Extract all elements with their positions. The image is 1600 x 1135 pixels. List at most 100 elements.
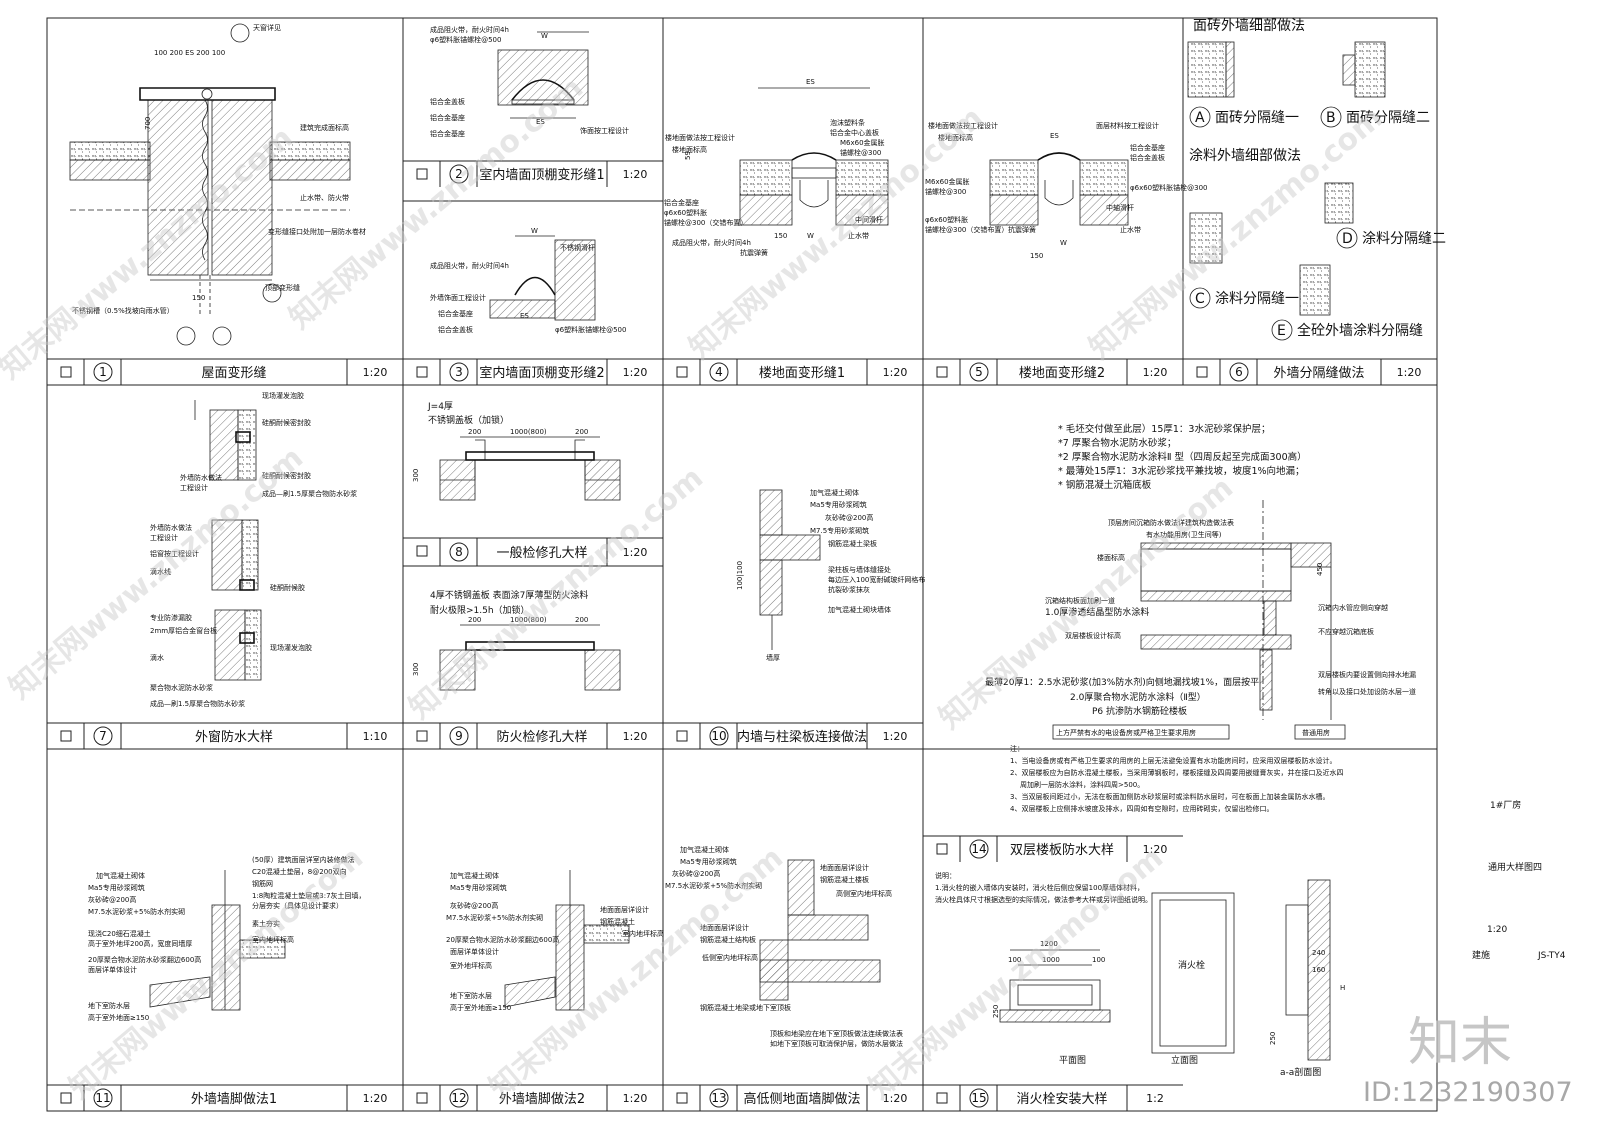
svg-text:抗裂砂浆抹灰: 抗裂砂浆抹灰	[828, 585, 870, 594]
hydrant-dim-1000: 1000	[1042, 956, 1060, 964]
double-slab-label-10: 不应穿越沉箱底板	[1318, 627, 1374, 636]
panel-checkbox	[60, 366, 72, 378]
title-block: 1#厂房 通用大样图四 1:20 建施 JS-TY4	[1472, 799, 1566, 961]
svg-text:灰砂砖@200高: 灰砂砖@200高	[825, 513, 873, 522]
svg-text:M7.5水泥砂浆+5%防水剂实砌: M7.5水泥砂浆+5%防水剂实砌	[88, 907, 185, 916]
hydrant-dim-250a: 250	[992, 1005, 1000, 1018]
svg-text:锚螺栓@300: 锚螺栓@300	[925, 187, 966, 196]
double-slab-label-12: 转角以及接口处加设防水层一道	[1318, 687, 1416, 696]
hatch-lid-thickness: J=4厚	[427, 401, 453, 412]
svg-text:钢筋混凝土结构板: 钢筋混凝土结构板	[700, 935, 756, 944]
fire-hatch-line1: 4厚不锈钢盖板 表面涂7厚薄型防火涂料	[430, 589, 588, 601]
svg-text:饰面按工程设计: 饰面按工程设计	[580, 126, 629, 135]
svg-text:不锈钢槽（0.5%找坡向雨水管）: 不锈钢槽（0.5%找坡向雨水管）	[72, 306, 174, 315]
panel-title: 消火栓安装大样	[1016, 1092, 1107, 1107]
panel-title: 双层楼板防水大样	[1010, 842, 1114, 858]
detail-roof-joint: 100 200 ES 200 100 700 150 天窗详见 不锈钢槽（0.5…	[69, 23, 366, 346]
double-slab-note-title: 注：	[1010, 744, 1024, 753]
panel-number: 13	[711, 1091, 726, 1105]
panel-title: 一般检修孔大样	[496, 545, 587, 561]
sheet-grid	[46, 17, 1438, 1112]
detail-ceiling-joint-1: W ES 成品阻火带，耐火时间4h φ6塑料胀锚螺栓@500 铝合金盖板 铝合金…	[430, 25, 629, 138]
panel-title: 外墙墙脚做法2	[499, 1091, 585, 1107]
svg-text:C20混凝土垫层，8@200双向: C20混凝土垫层，8@200双向	[252, 867, 347, 876]
svg-text:150: 150	[774, 232, 787, 240]
hydrant-dim-250b: 250	[1269, 1032, 1277, 1045]
svg-text:墙厚: 墙厚	[766, 653, 780, 662]
svg-text:面层详单体设计: 面层详单体设计	[88, 965, 137, 974]
detail-double-slab: * 毛坯交付做至此层）15厚1：3水泥砂浆保护层； *7 厚聚合物水泥防水砂浆；…	[985, 423, 1416, 813]
double-slab-caption: 上方严禁有水的电设备房或严格卫生要求用房	[1056, 728, 1196, 737]
svg-text:硅酮耐候胶: 硅酮耐候胶	[270, 583, 305, 592]
svg-text:止水带: 止水带	[848, 231, 869, 240]
panel-number: 9	[455, 729, 463, 743]
svg-text:工程设计: 工程设计	[150, 533, 178, 542]
svg-text:外墙防水做法: 外墙防水做法	[150, 523, 192, 532]
detail-ceiling-joint-2: W ES 成品阻火带，耐火时间4h 外墙饰面工程设计 铝合金基座 铝合金盖板 不…	[430, 227, 626, 334]
svg-text:M6x60金属胀: M6x60金属胀	[925, 177, 970, 186]
dim-200b: 200	[575, 428, 588, 436]
svg-text:不锈钢滑杆: 不锈钢滑杆	[560, 243, 595, 252]
double-slab-note-2: 2、双层楼板应为自防水混凝土楼板，当采用薄钢板时，楼板接缝及四周要用嵌缝膏灰实，…	[1010, 768, 1343, 777]
double-slab-label-5: 双层楼板设计标高	[1065, 631, 1121, 640]
panel-checkbox	[676, 366, 688, 378]
panel-title: 楼地面变形缝1	[759, 365, 845, 381]
panel-scale: 1:20	[623, 730, 648, 743]
spec-5: * 钢筋混凝土沉箱底板	[1058, 479, 1152, 491]
svg-text:M6x60金属胀: M6x60金属胀	[840, 138, 885, 147]
double-slab-note-4: 4、双层楼板上应侧排水坡度及排水，四周如有空隙时，应用砖砌实，仅留出检修口。	[1010, 804, 1273, 813]
svg-text:钢筋混凝土梁板: 钢筋混凝土梁板	[828, 539, 877, 548]
panel-scale: 1:20	[1143, 366, 1168, 379]
panel-number: 10	[711, 729, 726, 743]
watermark-logo: 知末	[1408, 1013, 1512, 1073]
drawing-name: 通用大样图四	[1488, 861, 1542, 873]
svg-text:灰砂砖@200高: 灰砂砖@200高	[88, 895, 136, 904]
svg-text:地面面层详设计: 地面面层详设计	[820, 863, 869, 872]
svg-text:成品阻火带，耐火时间4h: 成品阻火带，耐火时间4h	[430, 25, 509, 34]
svg-text:室外地坪标高: 室外地坪标高	[450, 961, 492, 970]
panel-number: 14	[971, 842, 986, 856]
panel-scale: 1:10	[363, 730, 388, 743]
panel-title: 内墙与柱梁板连接做法	[737, 729, 867, 745]
detail-wall-column: 加气混凝土砌体 Ma5专用砂浆砌筑 灰砂砖@200高 M7.5专用砂浆砌筑 钢筋…	[736, 488, 925, 662]
svg-text:现场灌发泡胶: 现场灌发泡胶	[270, 643, 312, 652]
joint-e-label: 全砼外墙涂料分隔缝	[1297, 322, 1423, 339]
key-b: B	[1326, 110, 1336, 126]
svg-text:梁柱板与墙体缝接处: 梁柱板与墙体缝接处	[828, 565, 891, 574]
svg-text:楼面标高: 楼面标高	[1097, 553, 1125, 562]
svg-text:锚螺栓@300（交错布置）: 锚螺栓@300（交错布置）	[664, 218, 747, 227]
hydrant-dim-h: H	[1340, 984, 1345, 992]
svg-text:W: W	[541, 32, 548, 40]
dim-450: 450	[1316, 563, 1324, 576]
hydrant-dim-160: 160	[1312, 966, 1325, 974]
svg-text:Ma5专用砂浆砌筑: Ma5专用砂浆砌筑	[88, 883, 145, 892]
svg-text:楼地面做法按工程设计: 楼地面做法按工程设计	[665, 133, 735, 142]
hydrant-note-title: 说明：	[935, 871, 956, 880]
panel-scale: 1:20	[1143, 843, 1168, 856]
sheet-scale: 1:20	[1487, 925, 1507, 935]
room-normal-label: 普通用房	[1302, 728, 1330, 737]
svg-text:面层材料按工程设计: 面层材料按工程设计	[1096, 121, 1159, 130]
panel-scale: 1:20	[623, 546, 648, 559]
svg-text:成品阻火带，耐火时间4h: 成品阻火带，耐火时间4h	[430, 261, 509, 270]
panel-checkbox	[60, 1092, 72, 1104]
svg-text:楼地面做法按工程设计: 楼地面做法按工程设计	[928, 121, 998, 130]
panel-checkbox	[1196, 366, 1208, 378]
svg-text:抗震弹簧: 抗震弹簧	[1008, 225, 1036, 234]
svg-text:加气混凝土砌体: 加气混凝土砌体	[680, 845, 729, 854]
svg-text:成品—刷1.5厚聚合物防水砂浆: 成品—刷1.5厚聚合物防水砂浆	[150, 699, 245, 708]
svg-text:φ6塑料胀锚螺栓@500: φ6塑料胀锚螺栓@500	[555, 325, 626, 334]
panel-number: 11	[95, 1091, 110, 1105]
svg-text:专业防渗漏胶: 专业防渗漏胶	[150, 613, 192, 622]
svg-text:现场灌发泡胶: 现场灌发泡胶	[262, 391, 304, 400]
panel-title: 外墙分隔缝做法	[1273, 366, 1364, 381]
key-a: A	[1195, 110, 1205, 126]
watermark-text-5: 知末网www.znzmo.com	[3, 440, 310, 706]
panel-scale: 1:20	[883, 1092, 908, 1105]
panel-title: 外墙墙脚做法1	[191, 1091, 277, 1107]
svg-text:1:8陶粒混凝土垫层或3:7灰土回填，: 1:8陶粒混凝土垫层或3:7灰土回填，	[252, 891, 366, 900]
